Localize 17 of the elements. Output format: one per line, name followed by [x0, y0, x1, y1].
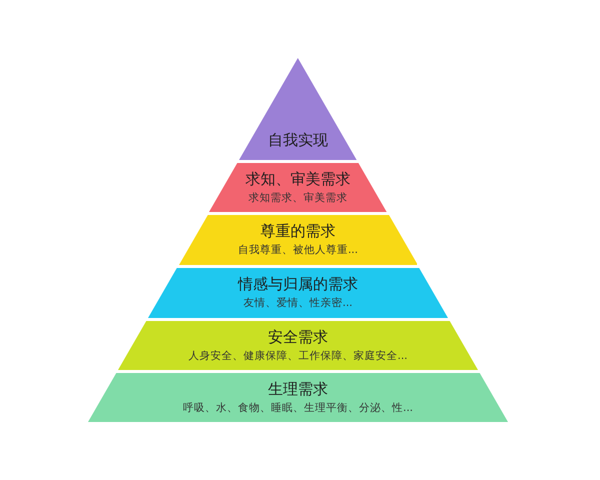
tier-title: 情感与归属的需求 [238, 275, 358, 294]
tier-description: 呼吸、水、食物、睡眠、生理平衡、分泌、性... [182, 402, 413, 416]
tier-title: 求知、审美需求 [245, 170, 350, 189]
tier-description: 自我尊重、被他人尊重... [238, 244, 358, 258]
pyramid-tier [239, 58, 357, 160]
pyramid-tier [209, 163, 387, 212]
pyramid-tier [118, 321, 478, 370]
tier-description: 求知需求、审美需求 [248, 192, 348, 206]
pyramid-tier [178, 215, 418, 265]
tier-title: 自我实现 [268, 131, 328, 150]
tier-title: 尊重的需求 [260, 222, 336, 242]
tier-title: 安全需求 [268, 328, 328, 347]
pyramid-tier [88, 373, 508, 422]
tier-title: 生理需求 [268, 380, 328, 399]
tier-description: 人身安全、健康保障、工作保障、家庭安全... [188, 350, 408, 364]
tier-description: 友情、爱情、性亲密... [243, 297, 352, 311]
pyramid-tier [148, 268, 448, 318]
